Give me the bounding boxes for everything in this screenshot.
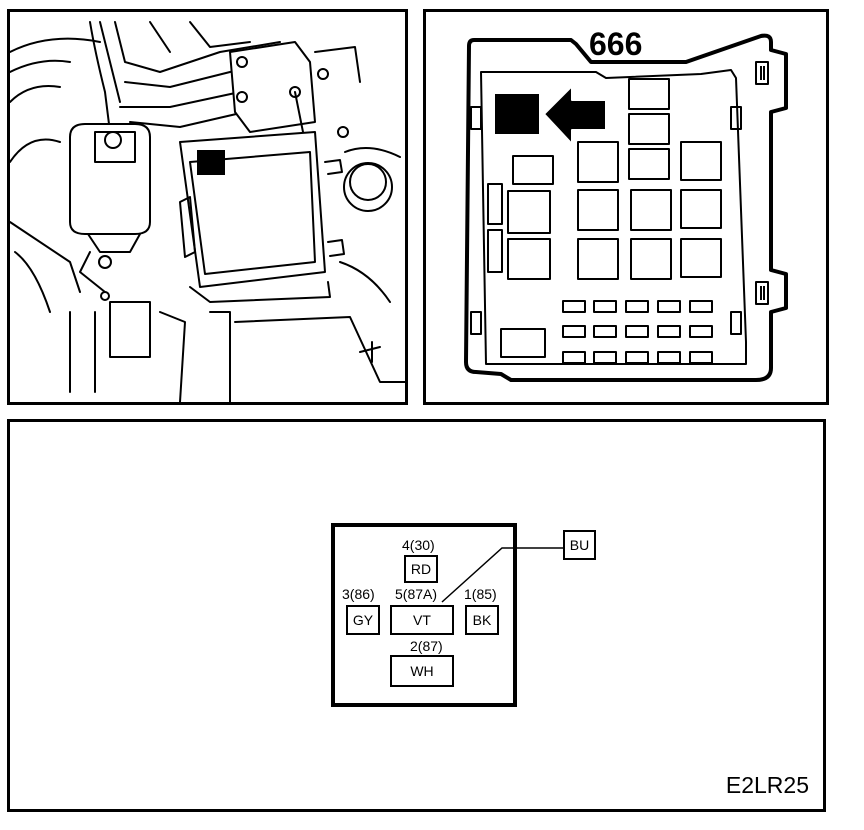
pin-center-number: 5(87A)	[395, 586, 438, 602]
relay-connector-outline	[331, 523, 517, 707]
pin-top-number: 4(30)	[402, 537, 435, 553]
pin-right-number: 1(85)	[464, 586, 497, 602]
engine-bay-illustration-panel	[7, 9, 408, 405]
pin-bottom-number: 2(87)	[410, 638, 443, 654]
fuse-box-diagram	[464, 33, 788, 382]
figure-id: E2LR25	[725, 772, 809, 798]
pin-right-color: BK	[465, 605, 499, 635]
engine-bay-drawing	[10, 21, 405, 402]
relay-pinout-panel: 4(30) RD 3(86) GY 5(87A) VT 1(85) BK 2(8…	[7, 419, 826, 812]
wire-color-label: BU	[563, 530, 596, 560]
pin-left-color: GY	[346, 605, 380, 635]
pin-center-color: VT	[390, 605, 454, 635]
callout-number: 666	[589, 26, 643, 62]
pin-bottom-color: WH	[390, 655, 454, 687]
wire-leader-line	[441, 547, 563, 603]
pin-top-color: RD	[404, 555, 438, 583]
fuse-box-layout-panel: 666	[423, 9, 829, 405]
pin-left-number: 3(86)	[342, 586, 375, 602]
